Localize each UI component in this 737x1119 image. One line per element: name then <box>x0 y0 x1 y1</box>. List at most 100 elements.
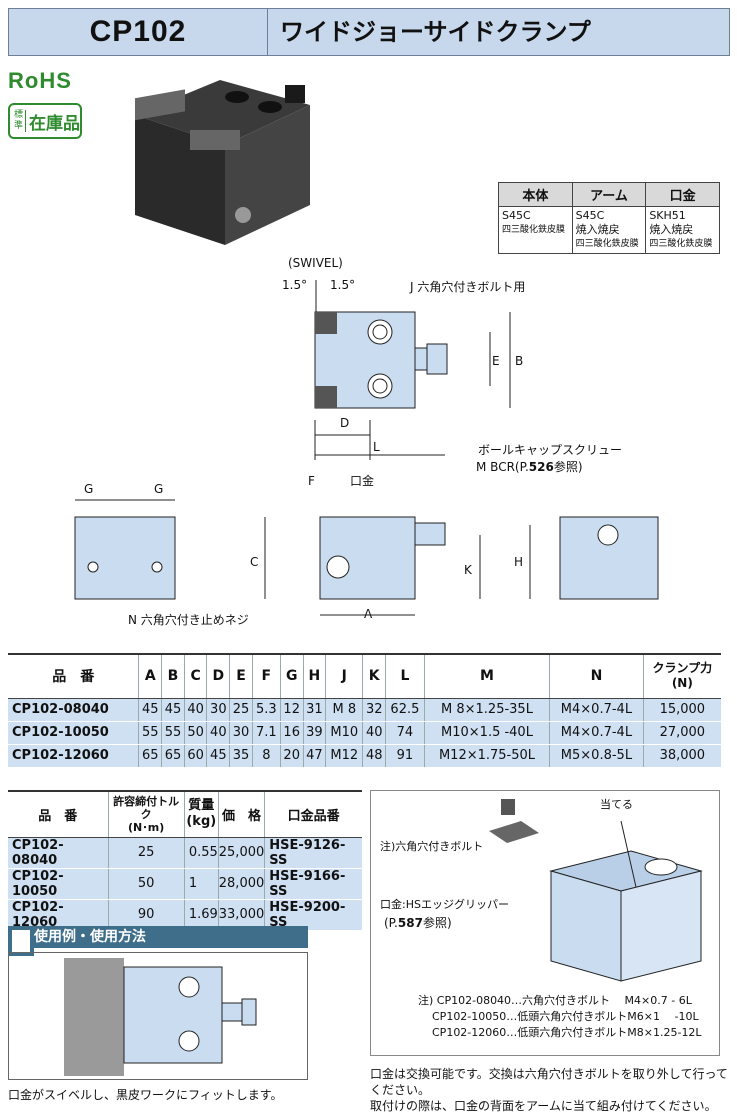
gripper-ref-page: 587 <box>397 916 423 930</box>
n-screw-note: N 六角穴付き止めネジ <box>128 613 249 627</box>
spec-cell: 48 <box>362 744 386 768</box>
gripper-label: 口金:HSエッジグリッパー <box>380 898 509 911</box>
material-jaw-l2: 焼入焼戻 <box>649 223 694 236</box>
spec-cell: 55 <box>161 721 185 745</box>
spec-cell: 20 <box>279 744 304 768</box>
price-cell: 25,000 <box>217 837 265 869</box>
spec-cell: 35 <box>229 744 253 768</box>
spec-header-a: A <box>138 653 162 699</box>
product-photo <box>135 80 310 245</box>
price-cell: HSE-9166-SS <box>264 868 362 900</box>
spec-header-l: L <box>385 653 425 699</box>
dim-e: E <box>492 354 500 368</box>
price-cell: 1.69 <box>183 899 219 931</box>
spec-cell: 45 <box>206 744 230 768</box>
spec-header-force: クランプ力 (N) <box>642 653 721 699</box>
spec-cell: 39 <box>302 721 326 745</box>
material-body: S45C 四三酸化鉄皮膜 <box>498 206 573 254</box>
spec-cell: 7.1 <box>251 721 281 745</box>
product-title: ワイドジョーサイドクランプ <box>268 8 730 56</box>
spec-cell: 65 <box>161 744 185 768</box>
spec-cell: 40 <box>206 721 230 745</box>
jaw-label: 口金 <box>350 474 375 488</box>
spec-cell: 12 <box>279 698 304 722</box>
gripper-ref-text: (P. <box>384 916 398 930</box>
bolt-label: 注)六角穴付きボルト <box>380 840 484 853</box>
spec-cell: 8 <box>251 744 281 768</box>
spec-cell: 25 <box>229 698 253 722</box>
j-bolt-note: J 六角穴付きボルト用 <box>410 280 526 294</box>
spec-cell: M10×1.5 -40L <box>423 721 550 745</box>
price-cell: 90 <box>107 899 185 931</box>
material-arm-l1: S45C <box>575 209 605 222</box>
spec-header-f: F <box>251 653 281 699</box>
spec-header-d: D <box>206 653 230 699</box>
price-cell: CP102-10050 <box>8 868 108 900</box>
spec-header-e: E <box>229 653 253 699</box>
spec-cell: 47 <box>302 744 326 768</box>
spec-cell: 74 <box>385 721 425 745</box>
usage-caption: 口金がスイベルし、黒皮ワークにフィットします。 <box>8 1088 283 1102</box>
price-cell: HSE-9200-SS <box>264 899 362 931</box>
dim-b: B <box>515 354 524 368</box>
price-header-part: 品 番 <box>8 790 108 838</box>
spec-cell: M12×1.75-50L <box>423 744 550 768</box>
dim-f: F <box>308 474 315 488</box>
spec-cell: 91 <box>385 744 425 768</box>
spec-cell: 50 <box>183 721 207 745</box>
dim-g-left: G <box>84 482 94 496</box>
dim-l: L <box>373 440 380 454</box>
price-cell: 0.55 <box>183 837 219 869</box>
price-table: 品 番 許容締付トルク (N･m) 質量 (kg) 価 格 口金品番 CP102… <box>8 790 362 931</box>
spec-cell: 40 <box>362 721 386 745</box>
stock-badge-small: 標準 <box>12 110 26 132</box>
m-bcr-text: M BCR(P. <box>476 460 529 474</box>
spec-cell: 15,000 <box>642 698 721 722</box>
footer-note-line1: 口金は交換可能です。交換は六角穴付きボルトを取り外して行ってください。 <box>370 1067 728 1097</box>
spec-header-h: H <box>302 653 326 699</box>
spec-cell: 45 <box>138 698 162 722</box>
spec-header-k: K <box>362 653 386 699</box>
dim-g-right: G <box>154 482 164 496</box>
material-arm-sub: 四三酸化鉄皮膜 <box>575 239 639 249</box>
price-cell: 33,000 <box>217 899 265 931</box>
material-body-sub: 四三酸化鉄皮膜 <box>502 225 566 235</box>
material-header-arm: アーム <box>571 182 647 207</box>
spec-cell: 45 <box>161 698 185 722</box>
swivel-label: (SWIVEL) <box>288 256 343 270</box>
material-header-body: 本体 <box>498 182 573 207</box>
spec-cell: M12 <box>325 744 363 768</box>
spec-cell: M4×0.7-4L <box>549 721 644 745</box>
elevation-drawings <box>74 499 659 616</box>
spec-header-b: B <box>161 653 185 699</box>
m-bcr-ref: M BCR(P.526参照) <box>476 458 583 475</box>
spec-cell: 38,000 <box>642 744 721 768</box>
gripper-ref: (P.587参照) <box>384 914 452 931</box>
price-header-price: 価 格 <box>217 790 265 838</box>
spec-cell: 32 <box>362 698 386 722</box>
price-cell: CP102-08040 <box>8 837 108 869</box>
dim-a: A <box>364 607 373 621</box>
product-code: CP102 <box>8 8 268 56</box>
spec-cell: 31 <box>302 698 326 722</box>
spec-cell: 62.5 <box>385 698 425 722</box>
spec-cell: 60 <box>183 744 207 768</box>
price-header-mass: 質量 (kg) <box>183 790 219 838</box>
spec-table: 品 番 A B C D E F G H J K L M N クランプ力 (N) … <box>8 653 721 768</box>
stock-badge-label: 在庫品 <box>29 113 80 134</box>
dim-d: D <box>340 416 350 430</box>
ball-cap-label: ボールキャップスクリュー <box>478 443 623 457</box>
spec-cell: 40 <box>183 698 207 722</box>
spec-cell: M 8×1.25-35L <box>423 698 550 722</box>
price-cell: HSE-9126-SS <box>264 837 362 869</box>
usage-figure <box>8 952 308 1080</box>
price-cell: CP102-12060 <box>8 899 108 931</box>
rohs-badge: RoHS <box>8 68 72 93</box>
spec-header-g: G <box>279 653 304 699</box>
material-jaw-l1: SKH51 <box>649 209 686 222</box>
